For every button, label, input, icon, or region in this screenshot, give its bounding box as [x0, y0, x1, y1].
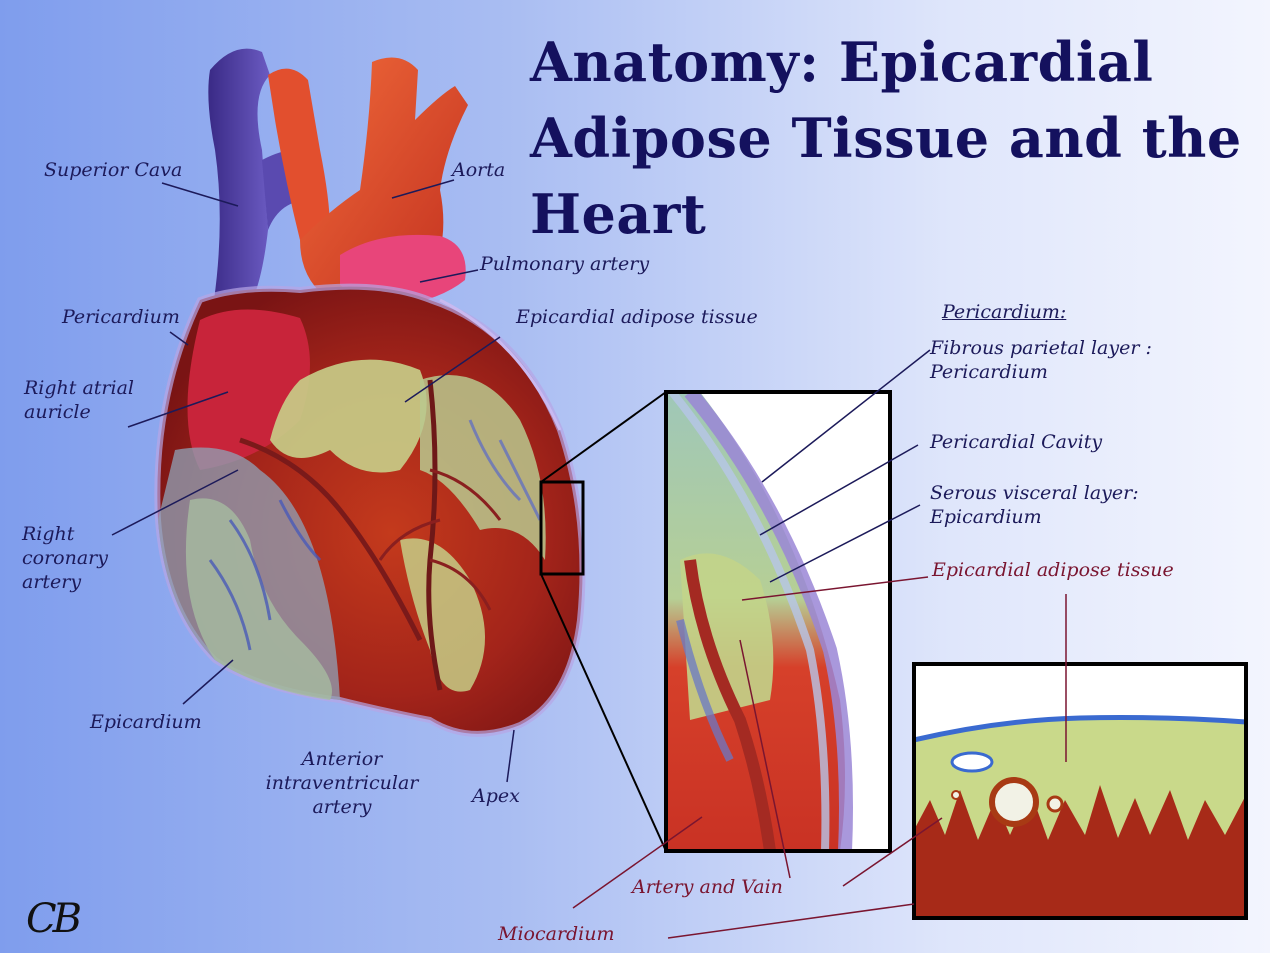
label-aorta: Aorta — [452, 158, 505, 182]
label-anterior-intraventricular-artery: Anterior intraventricular artery — [252, 747, 432, 819]
label-miocardium: Miocardium — [498, 922, 615, 946]
label-pulmonary-artery: Pulmonary artery — [480, 252, 649, 276]
label-epicardial-adipose-tissue: Epicardial adipose tissue — [516, 305, 758, 329]
label-superior-cava: Superior Cava — [44, 158, 182, 182]
label-right-atrial-auricle: Right atrial auricle — [24, 376, 174, 424]
label-artery-and-vain: Artery and Vain — [632, 875, 783, 899]
label-serous-visceral-layer: Serous visceral layer: Epicardium — [930, 481, 1220, 529]
label-pericardium-heading: Pericardium: — [942, 300, 1066, 324]
label-pericardium: Pericardium — [62, 305, 180, 329]
magnified-wall-panel — [666, 392, 890, 851]
page-title: Anatomy: Epicardial Adipose Tissue and t… — [530, 24, 1260, 252]
label-apex: Apex — [472, 784, 520, 808]
label-right-coronary-artery: Right coronary artery — [22, 522, 132, 594]
heart-body — [157, 287, 582, 734]
label-fibrous-parietal-layer: Fibrous parietal layer : Pericardium — [930, 336, 1230, 384]
tissue-section-panel — [914, 664, 1246, 918]
label-pericardial-cavity: Pericardial Cavity — [930, 430, 1102, 454]
author-signature: CB — [26, 896, 78, 942]
label-detail-epicardial-adipose-tissue: Epicardial adipose tissue — [932, 558, 1174, 582]
label-epicardium: Epicardium — [90, 710, 202, 734]
